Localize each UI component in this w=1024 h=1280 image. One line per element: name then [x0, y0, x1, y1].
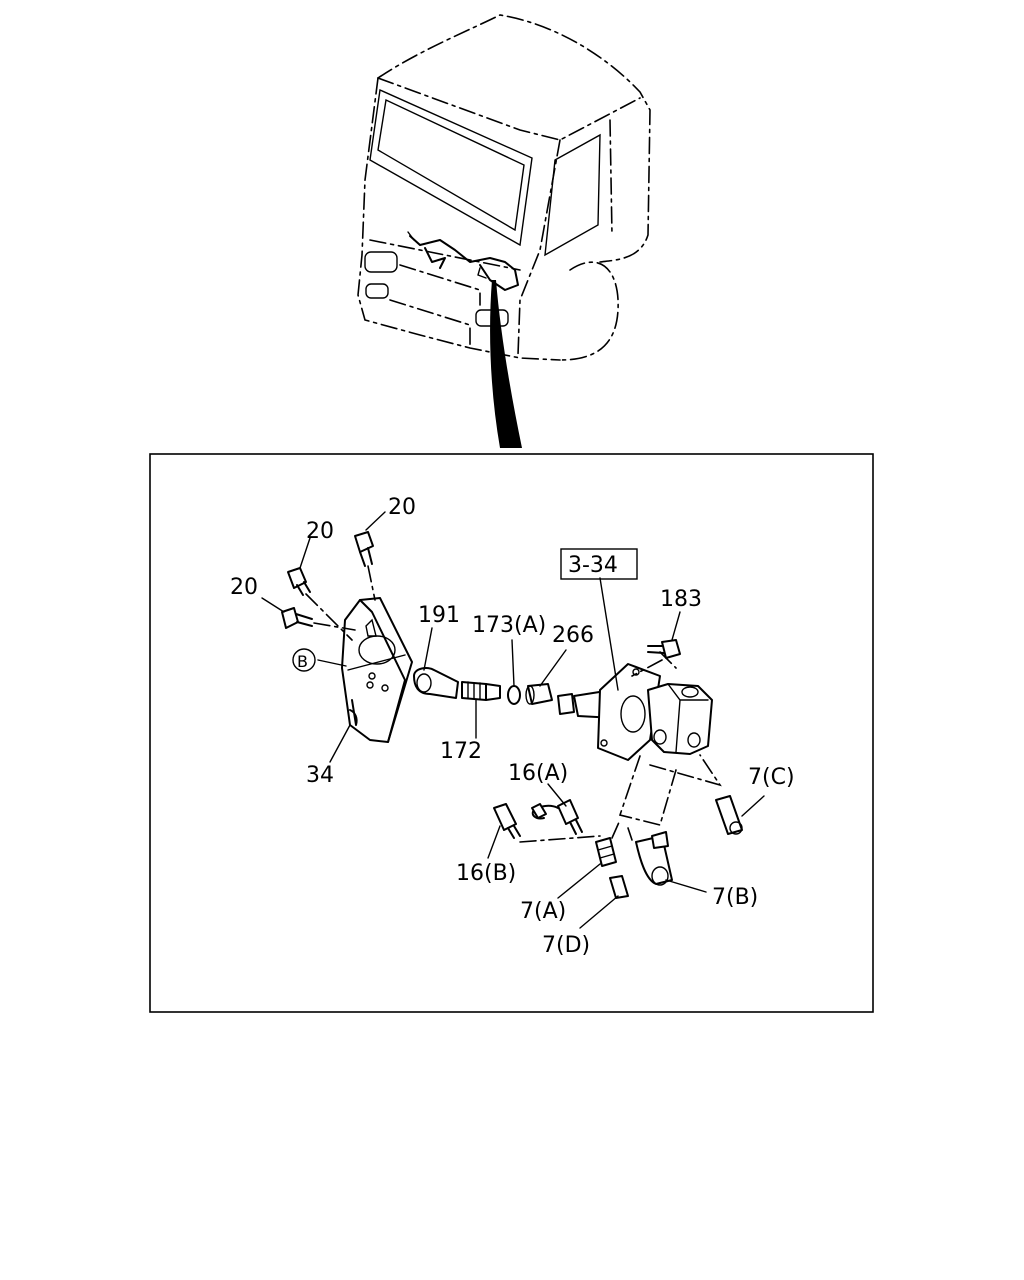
fitting-part-7a [595, 837, 617, 867]
label-20-left: 20 [230, 575, 258, 600]
label-3-34: 3-34 [568, 553, 618, 578]
label-20-top: 20 [388, 495, 416, 520]
label-16b: 16(B) [456, 861, 516, 886]
valve-assembly-part-3-34 [557, 663, 713, 761]
sensor-part-16a [531, 799, 583, 835]
bolt-part-183 [631, 639, 681, 677]
bolt-part-20-top [354, 531, 376, 601]
bolt-part-172 [461, 681, 501, 701]
label-b: B [297, 652, 308, 671]
washer-part-173a [507, 685, 521, 705]
label-16a: 16(A) [508, 761, 568, 786]
label-7d: 7(D) [542, 933, 590, 958]
bolt-part-20-middle [287, 567, 353, 641]
label-7b: 7(B) [712, 885, 758, 910]
part-labels: 20 20 20 B 34 191 172 173(A) 266 3-34 18… [230, 495, 795, 958]
nut-part-266 [525, 683, 553, 705]
assembly-lines [519, 754, 722, 843]
sensor-part-16b [493, 803, 521, 839]
detail-frame [149, 453, 874, 1013]
callout-3-34-box [560, 548, 638, 580]
elbow-part-7b [635, 831, 673, 886]
label-172: 172 [440, 739, 482, 764]
label-7a: 7(A) [520, 899, 566, 924]
label-20-middle: 20 [306, 519, 334, 544]
label-7c: 7(C) [748, 765, 795, 790]
bolt-part-20-left [281, 607, 356, 631]
leader-lines [261, 511, 765, 929]
bracket-part-34 [341, 597, 413, 743]
label-173a: 173(A) [472, 613, 546, 638]
callout-b-circle [292, 648, 316, 672]
label-183: 183 [660, 587, 702, 612]
truck-cab-illustration [357, 14, 651, 448]
label-34: 34 [306, 763, 334, 788]
eye-joint-part-191 [413, 667, 459, 699]
label-191: 191 [418, 603, 460, 628]
label-266: 266 [552, 623, 594, 648]
fitting-part-7d [609, 875, 629, 899]
fitting-part-7c [715, 795, 743, 835]
